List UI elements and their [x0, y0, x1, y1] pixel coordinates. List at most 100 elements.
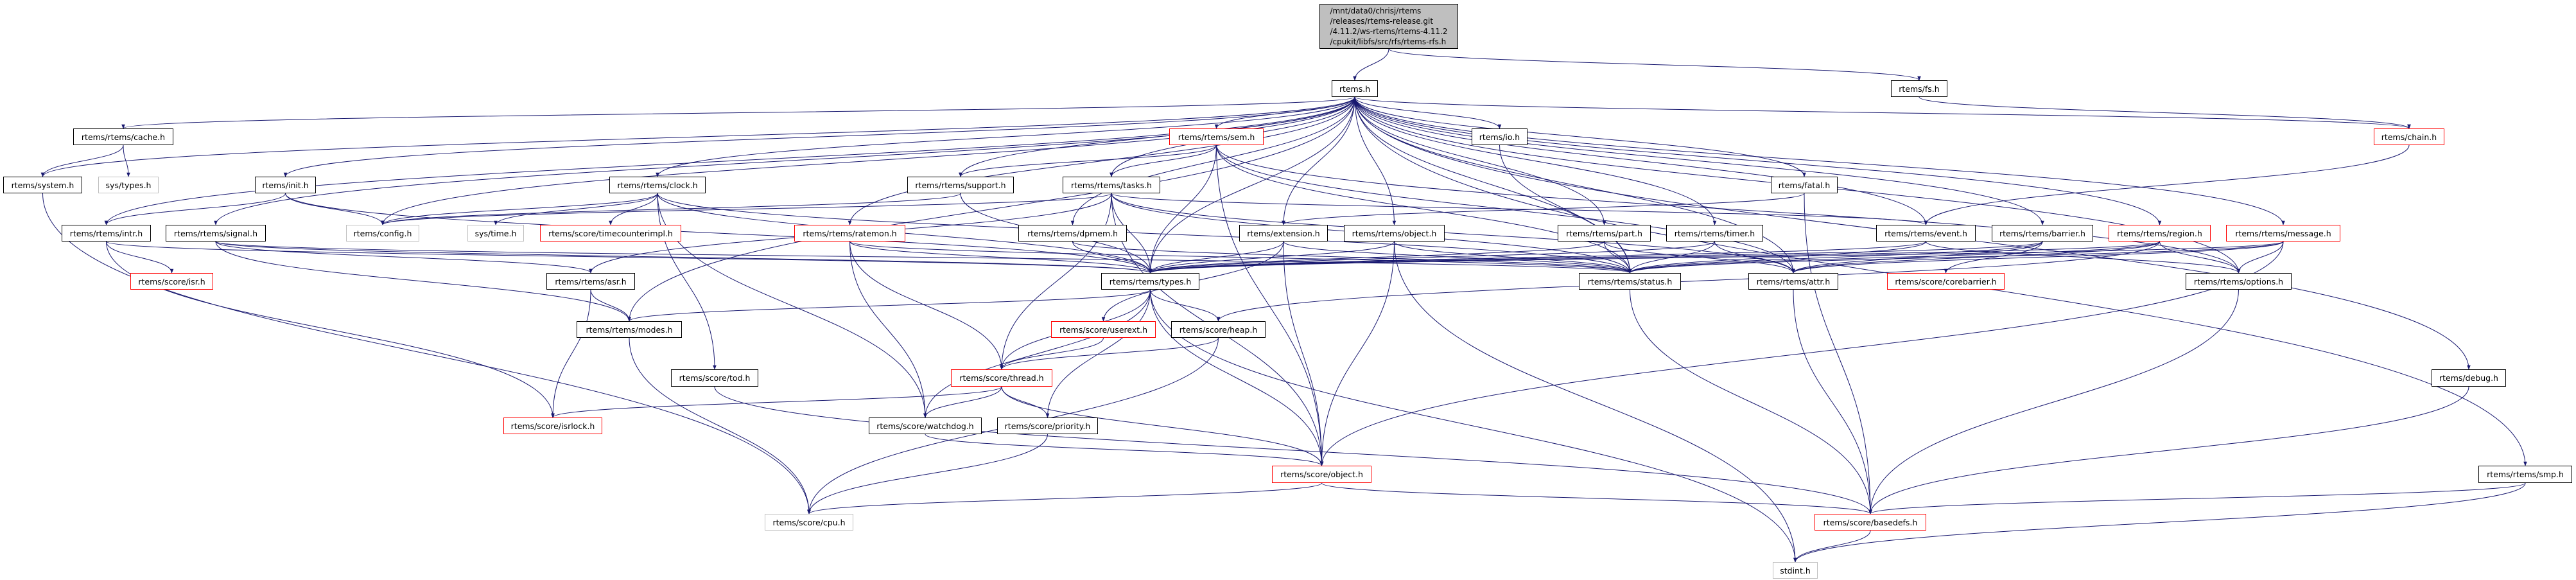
node-barrier[interactable]: rtems/rtems/barrier.h [1992, 225, 2093, 242]
edge-sem-to-types [1148, 145, 1217, 274]
edge-fs-to-chain [1919, 96, 2411, 129]
edge-rtems-to-extension [1282, 96, 1355, 225]
node-types[interactable]: rtems/rtems/types.h [1101, 273, 1199, 290]
edge-rtems-to-robject [1354, 96, 1397, 225]
edge-asr-to-isrlock [551, 289, 591, 418]
edge-init-to-intr [104, 193, 286, 225]
node-thread[interactable]: rtems/score/thread.h [951, 369, 1052, 387]
node-rtems[interactable]: rtems.h [1332, 80, 1378, 97]
node-event[interactable]: rtems/rtems/event.h [1876, 225, 1976, 242]
node-io[interactable]: rtems/io.h [1472, 128, 1527, 145]
edge-rtems-to-modes [627, 96, 1355, 322]
edge-root-to-fs [1388, 48, 1921, 81]
edge-message-to-options [2236, 241, 2284, 274]
node-timer[interactable]: rtems/rtems/timer.h [1666, 225, 1763, 242]
edge-options-to-basedefs [1868, 289, 2239, 514]
node-watchdog[interactable]: rtems/score/watchdog.h [869, 417, 982, 434]
edge-intr-to-types [106, 241, 1152, 274]
edge-dpmem-to-types [1072, 241, 1153, 274]
node-sem[interactable]: rtems/rtems/sem.h [1169, 128, 1264, 145]
node-config[interactable]: rtems/config.h [346, 225, 419, 242]
edge-region-to-attr [1791, 241, 2160, 274]
node-message[interactable]: rtems/rtems/message.h [2226, 225, 2340, 242]
node-modes[interactable]: rtems/rtems/modes.h [577, 321, 682, 338]
edge-tasks-to-attr [1111, 193, 1795, 274]
edge-region-to-types [1149, 241, 2160, 274]
node-priority[interactable]: rtems/score/priority.h [997, 417, 1098, 434]
edge-extension-to-status [1283, 241, 1632, 274]
edge-thread-to-sobject [1001, 386, 1324, 466]
edge-modes-to-cpu [629, 337, 811, 514]
node-system[interactable]: rtems/system.h [3, 177, 82, 193]
node-init[interactable]: rtems/init.h [255, 177, 316, 193]
node-ratemon[interactable]: rtems/rtems/ratemon.h [794, 225, 905, 242]
node-region[interactable]: rtems/rtems/region.h [2109, 225, 2211, 242]
edge-rtems-to-system [40, 96, 1355, 177]
node-heap[interactable]: rtems/score/heap.h [1171, 321, 1266, 338]
node-fatal[interactable]: rtems/fatal.h [1771, 177, 1838, 193]
edge-rtems-to-sem [1214, 96, 1355, 129]
edge-rtems-to-message [1354, 96, 2285, 225]
node-chain[interactable]: rtems/chain.h [2374, 128, 2444, 145]
edge-rtems-to-support [959, 96, 1355, 177]
edge-signal-to-asr [215, 241, 593, 274]
node-fs[interactable]: rtems/fs.h [1891, 80, 1947, 97]
node-cpu[interactable]: rtems/score/cpu.h [765, 514, 853, 531]
edge-rtems-to-types [1148, 96, 1355, 274]
edge-signal-to-status [215, 241, 1632, 274]
edge-thread-to-isrlock [551, 386, 1002, 418]
node-support[interactable]: rtems/rtems/support.h [907, 177, 1014, 193]
edge-event-to-status [1628, 241, 1926, 274]
node-clock[interactable]: rtems/rtems/clock.h [609, 177, 706, 193]
edge-status-to-basedefs [1630, 289, 1872, 514]
edge-message-to-types [1149, 241, 2284, 274]
edge-clock-to-systime [494, 193, 658, 225]
edge-fatal-to-extension [1282, 193, 1805, 225]
node-corebarrier[interactable]: rtems/score/corebarrier.h [1887, 273, 2005, 290]
edge-ratemon-to-watchdog [849, 241, 927, 418]
edge-ratemon-to-types [849, 241, 1153, 274]
node-root[interactable]: /mnt/data0/chrisj/rtems /releases/rtems-… [1319, 4, 1458, 49]
edge-region-to-heap [1216, 241, 2160, 322]
edge-cache-to-system [40, 145, 124, 177]
node-userext[interactable]: rtems/score/userext.h [1051, 321, 1156, 338]
edge-attr-to-basedefs [1793, 289, 1872, 514]
node-tasks[interactable]: rtems/rtems/tasks.h [1063, 177, 1160, 193]
edge-timer-to-types [1148, 241, 1715, 274]
node-status[interactable]: rtems/rtems/status.h [1579, 273, 1681, 290]
edge-types-to-modes [627, 289, 1151, 322]
node-asr[interactable]: rtems/rtems/asr.h [546, 273, 635, 290]
node-cache[interactable]: rtems/rtems/cache.h [73, 128, 173, 145]
node-dpmem[interactable]: rtems/rtems/dpmem.h [1018, 225, 1127, 242]
edge-rtems-to-clock [656, 96, 1355, 177]
edge-rtems-to-io [1354, 96, 1502, 129]
node-options[interactable]: rtems/rtems/options.h [2186, 273, 2292, 290]
edge-barrier-to-types [1149, 241, 2043, 274]
node-systime[interactable]: sys/time.h [467, 225, 524, 242]
node-tod[interactable]: rtems/score/tod.h [671, 369, 758, 387]
node-extension[interactable]: rtems/extension.h [1239, 225, 1328, 242]
node-stdint[interactable]: stdint.h [1773, 562, 1818, 579]
node-intr[interactable]: rtems/rtems/intr.h [62, 225, 151, 242]
edge-smp-to-basedefs [1868, 482, 2526, 514]
edge-barrier-to-attr [1791, 241, 2043, 274]
edge-types-to-stdint [1150, 289, 1797, 563]
node-sobject[interactable]: rtems/score/object.h [1272, 466, 1371, 483]
edge-fatal-to-basedefs [1804, 193, 1872, 514]
node-attr[interactable]: rtems/rtems/attr.h [1748, 273, 1838, 290]
node-signal[interactable]: rtems/rtems/signal.h [166, 225, 266, 242]
edge-message-to-attr [1791, 241, 2284, 274]
edge-watchdog-to-sobject [925, 434, 1324, 466]
node-part[interactable]: rtems/rtems/part.h [1558, 225, 1651, 242]
edge-chain-to-event [1924, 145, 2410, 225]
node-isr[interactable]: rtems/score/isr.h [130, 273, 213, 290]
edge-root-to-rtems [1353, 48, 1389, 81]
edge-rtems-to-dpmem [1070, 96, 1355, 225]
node-systypes[interactable]: sys/types.h [98, 177, 159, 193]
node-smp[interactable]: rtems/rtems/smp.h [2478, 466, 2572, 483]
node-isrlock[interactable]: rtems/score/isrlock.h [503, 417, 602, 434]
node-timecounter[interactable]: rtems/score/timecounterimpl.h [540, 225, 681, 242]
node-debug[interactable]: rtems/debug.h [2432, 369, 2506, 387]
node-robject[interactable]: rtems/rtems/object.h [1344, 225, 1445, 242]
node-basedefs[interactable]: rtems/score/basedefs.h [1815, 514, 1926, 531]
